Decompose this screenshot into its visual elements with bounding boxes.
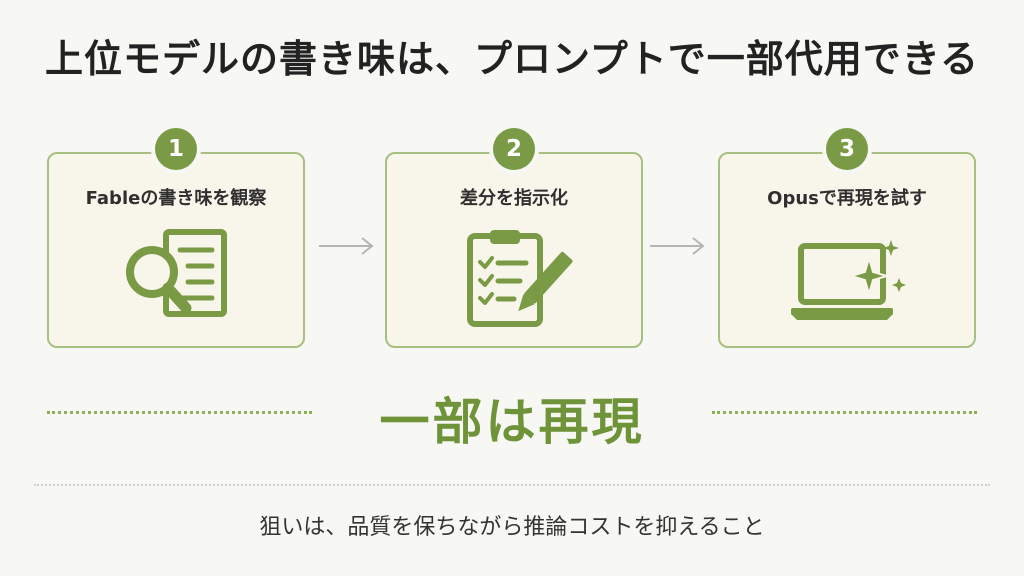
step-number-badge: 1	[155, 128, 197, 170]
step-card-2: 2 差分を指示化	[385, 128, 643, 348]
footer-caption: 狙いは、品質を保ちながら推論コストを抑えること	[259, 515, 765, 540]
dotted-line-right	[712, 411, 977, 414]
magnifier-document-icon	[126, 229, 227, 317]
arrow-right-icon	[319, 237, 374, 255]
step-number-badge: 3	[826, 128, 868, 170]
result-heading: 一部は再現	[379, 393, 645, 451]
step-card-3: 3 Opusで再現を試す	[718, 128, 976, 348]
step-label: Opusで再現を試す	[767, 188, 927, 209]
page-title: 上位モデルの書き味は、プロンプトで一部代用できる	[44, 37, 980, 81]
laptop-sparkle-icon	[791, 240, 906, 320]
step-card-1: 1 Fableの書き味を観察	[47, 128, 305, 348]
step-label: Fableの書き味を観察	[85, 188, 267, 209]
step-label: 差分を指示化	[460, 188, 568, 209]
dotted-line-left	[47, 411, 312, 414]
step-number-badge: 2	[493, 128, 535, 170]
card-box	[385, 152, 643, 348]
divider	[34, 484, 990, 486]
clipboard-checklist-pencil-icon	[467, 230, 573, 327]
arrow-right-icon	[650, 237, 705, 255]
